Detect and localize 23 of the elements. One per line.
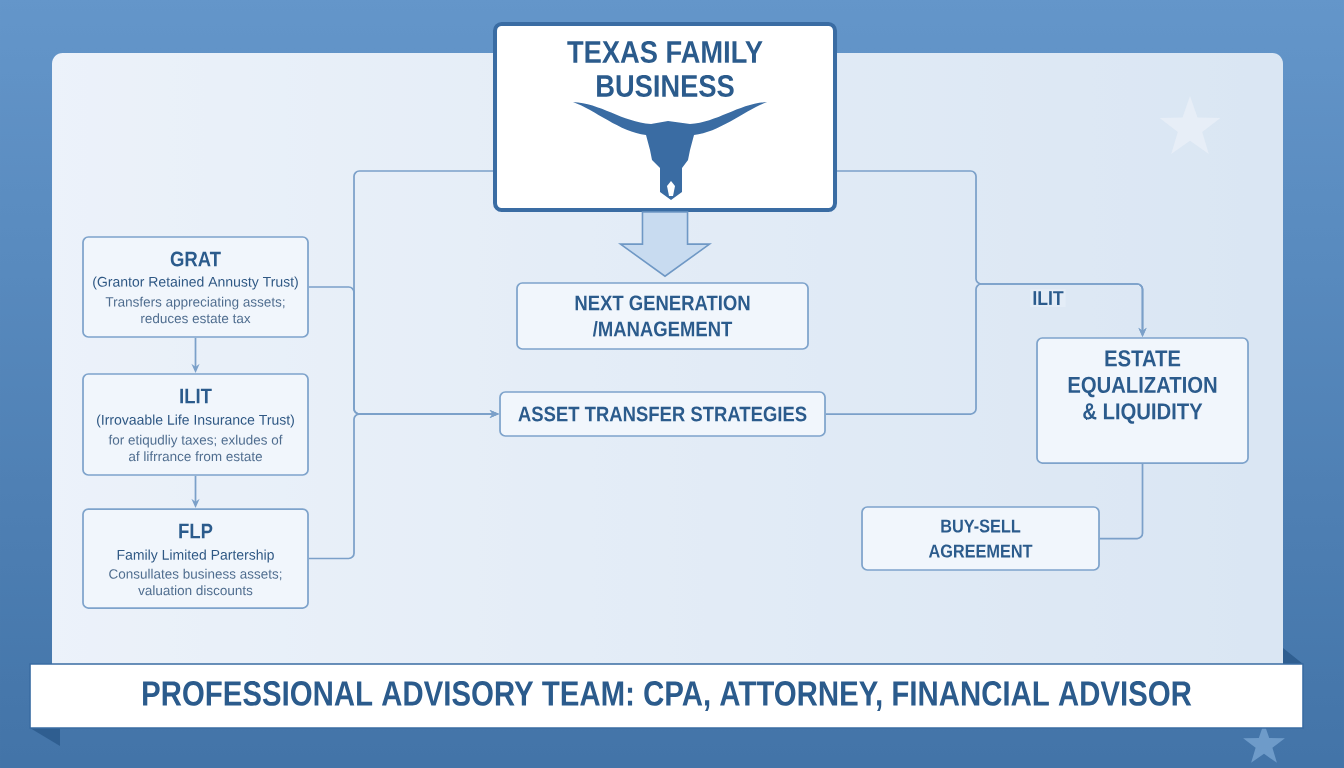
card-subtitle: (Grantor Retained Annusty Trust) xyxy=(93,276,298,290)
edge-label: ILIT xyxy=(1030,289,1066,307)
process-box: NEXT GENERATION /MANAGEMENT xyxy=(516,282,809,350)
card-heading: FLP xyxy=(179,523,213,539)
box-title: TEXAS FAMILY BUSINESS xyxy=(567,41,763,97)
info-card xyxy=(82,373,309,476)
info-card xyxy=(82,508,309,609)
card-subtitle: (Irrovaable Life Insurance Trust) xyxy=(97,414,294,428)
connector xyxy=(825,283,1147,415)
card-description: Transfers appreciating assets; reduces estate tax xyxy=(105,296,285,324)
block-arrow xyxy=(618,211,713,278)
banner: PROFESSIONAL ADVISORY TEAM: CPA, ATTORNEY, FINANCIAL ADVISOR xyxy=(29,663,1304,729)
card-description: Consullates business assets; valuation discounts xyxy=(109,568,282,596)
process-box: ASSET TRANSFER STRATEGIES xyxy=(499,391,826,437)
card-heading: GRAT xyxy=(170,251,221,267)
card-description: for etiqudliy taxes; exludes of af lifrrance from estate xyxy=(108,434,283,462)
title-box xyxy=(493,22,837,212)
process-box: BUY-SELL AGREEMENT xyxy=(861,506,1100,571)
info-card xyxy=(82,236,309,338)
card-heading: ILIT xyxy=(180,388,212,404)
process-box: ESTATE EQUALIZATION & LIQUIDITY xyxy=(1036,337,1249,464)
card-subtitle: Family Limited Partership xyxy=(117,549,274,563)
connector xyxy=(1099,463,1144,540)
